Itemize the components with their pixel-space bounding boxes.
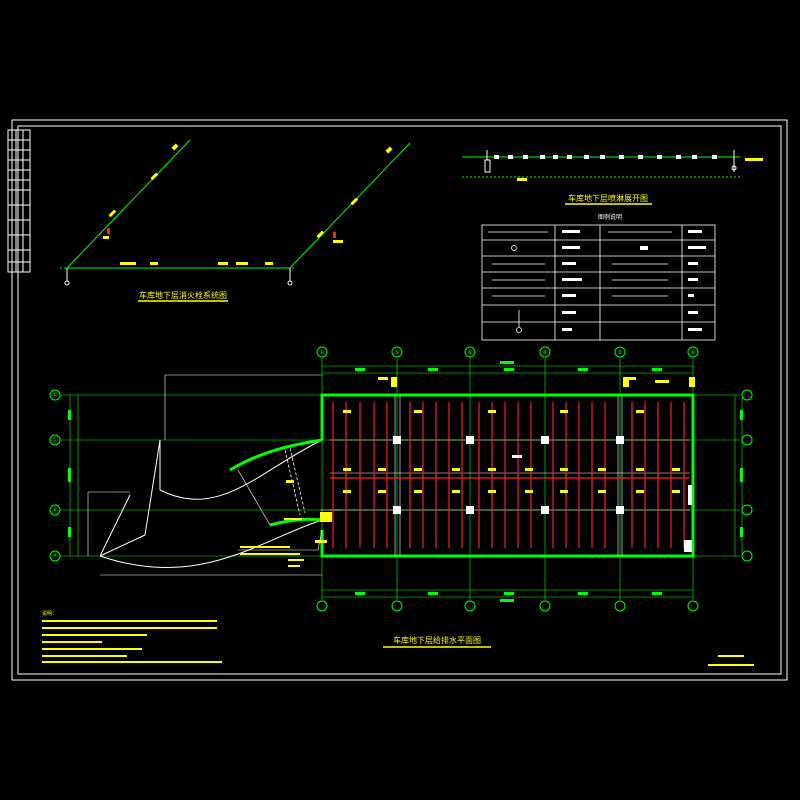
axis-col-6-top: ⑥ [690,349,695,356]
floor-plan: ① ⑤ ⑥ ④ ⑤ ⑥ Ⓓ Ⓒ Ⓑ Ⓐ [49,346,753,648]
notes-heading: 说明： [42,610,57,617]
design-notes: 说明： [42,610,222,663]
axis-col-5-top: ⑤ [617,349,622,356]
sprinkler-branches [330,402,690,548]
floor-plan-title: 车库地下层给排水平面图 [393,635,481,645]
drawing-frame [7,119,788,681]
sprinkler-expansion-diagram: 车库地下层喷淋展开图 [462,150,763,205]
axis-col-4-top: ④ [542,349,547,356]
ramp [87,374,323,576]
axis-row-d-left: Ⓓ [52,391,58,399]
axis-col-1-top: ① [319,349,324,356]
axis-col-2-top: ⑤ [394,349,399,356]
garage-outline [320,393,695,558]
legend-heading: 图例说明 [598,213,622,221]
axis-col-3-top: ⑥ [467,349,472,356]
title-block [708,655,754,666]
sprinkler-expansion-title: 车库地下层喷淋展开图 [568,193,648,203]
axis-row-a-left: Ⓐ [52,552,58,560]
fire-hydrant-system-title: 车库地下层消火栓系统图 [139,290,227,300]
legend-table: 图例说明 [481,213,716,341]
riser-pipe-left [66,139,191,269]
fire-hydrant-system-diagram: 车库地下层消火栓系统图 [60,139,411,302]
riser-pipe-right [289,142,411,269]
axis-row-c-left: Ⓒ [52,436,58,444]
axis-row-b-left: Ⓑ [52,506,58,514]
